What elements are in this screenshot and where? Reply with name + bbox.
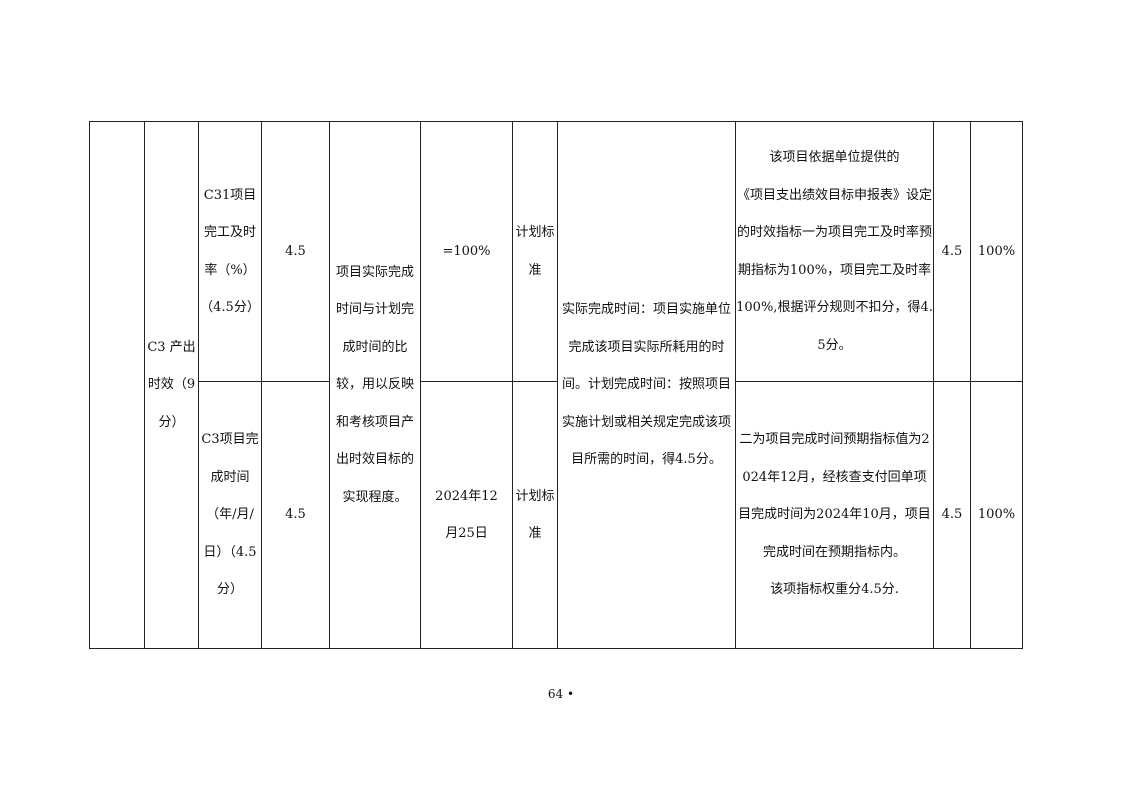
score-cell: 4.5: [933, 381, 971, 649]
basis-cell: 二为项目完成时间预期指标值为2024年12月，经核查支付回单项目完成时间为202…: [735, 381, 934, 649]
rate-cell: 100%: [970, 381, 1023, 649]
basis-cell: 该项目依据单位提供的 《项目支出绩效目标申报表》设定的时效指标一为项目完工及时率…: [735, 121, 934, 382]
method-cell: 实际完成时间：项目实施单位完成该项目实际所耗用的时间。计划完成时间：按照项目实施…: [557, 121, 736, 649]
weight-cell: 4.5: [261, 121, 330, 382]
scoring-basis: 二为项目完成时间预期指标值为2024年12月，经核查支付回单项目完成时间为202…: [738, 432, 931, 598]
weight-cell: 4.5: [261, 381, 330, 649]
rate-value: 100%: [977, 507, 1016, 523]
score-cell: 4.5: [933, 121, 971, 382]
target-cell: =100%: [420, 121, 513, 382]
standard-cell: 计划标准: [512, 381, 558, 649]
evaluation-table: C3 产出时效（9分） C31项目完工及时率（%）（4.5分） 4.5 项目实际…: [89, 121, 1023, 649]
page-number: 64 •: [547, 687, 575, 701]
score-value: 4.5: [941, 243, 963, 259]
group-indicator-cell: C3 产出时效（9分）: [144, 121, 199, 649]
indicator-description: 项目实际完成时间与计划完成时间的比较，用以反映和考核项目产出时效目标的实现程度。: [335, 264, 414, 505]
indicator-name: C3项目完成时间（年/月/日）（4.5分）: [201, 432, 259, 598]
standard-cell: 计划标准: [512, 121, 558, 382]
rate-value: 100%: [977, 243, 1016, 259]
target-value: 2024年12月25日: [435, 488, 498, 542]
weight-value: 4.5: [285, 507, 306, 523]
table-row: C3项目完成时间（年/月/日）（4.5分） 4.5 2024年12月25日 计划…: [90, 381, 1023, 649]
rate-cell: 100%: [970, 121, 1023, 382]
standard-value: 计划标准: [515, 488, 555, 542]
description-cell: 项目实际完成时间与计划完成时间的比较，用以反映和考核项目产出时效目标的实现程度。: [329, 121, 421, 649]
blank-cell: [89, 121, 145, 649]
indicator-name-cell: C3项目完成时间（年/月/日）（4.5分）: [198, 381, 262, 649]
weight-value: 4.5: [285, 243, 306, 259]
indicator-name-cell: C31项目完工及时率（%）（4.5分）: [198, 121, 262, 382]
target-cell: 2024年12月25日: [420, 381, 513, 649]
scoring-basis: 该项目依据单位提供的 《项目支出绩效目标申报表》设定的时效指标一为项目完工及时率…: [736, 150, 933, 353]
scoring-method: 实际完成时间：项目实施单位完成该项目实际所耗用的时间。计划完成时间：按照项目实施…: [561, 302, 731, 468]
group-indicator-label: C3 产出时效（9分）: [147, 339, 196, 430]
standard-value: 计划标准: [515, 225, 555, 278]
score-value: 4.5: [941, 507, 963, 523]
table-row: C3 产出时效（9分） C31项目完工及时率（%）（4.5分） 4.5 项目实际…: [89, 121, 1023, 649]
indicator-name: C31项目完工及时率（%）（4.5分）: [200, 187, 260, 316]
target-value: =100%: [442, 243, 491, 259]
